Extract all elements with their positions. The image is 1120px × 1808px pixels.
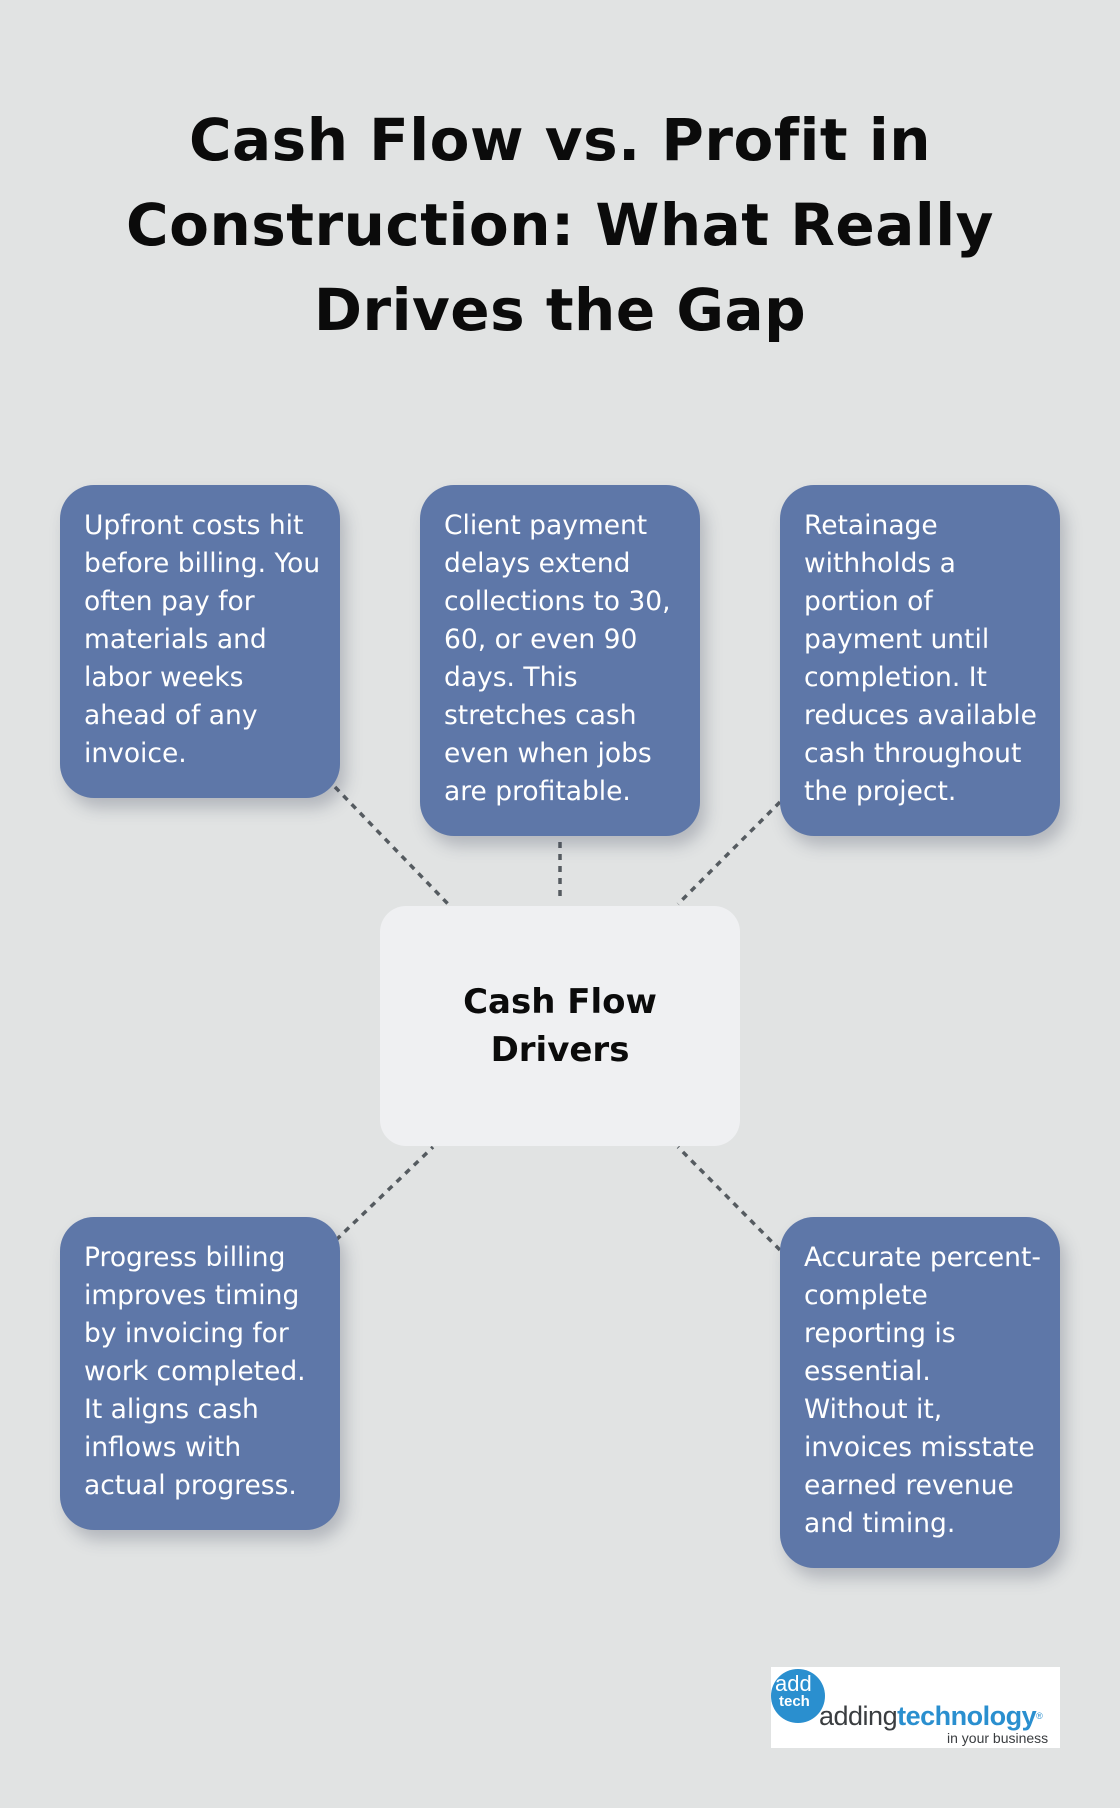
connector-line-top-right — [676, 800, 782, 906]
connector-line-bottom-right — [676, 1145, 782, 1252]
logo-tagline: in your business — [947, 1730, 1049, 1746]
center-node: Cash Flow Drivers — [380, 906, 740, 1146]
connector-line-bottom-left — [334, 1145, 435, 1242]
driver-card-payment-delays: Client payment delays extend collections… — [420, 485, 700, 836]
driver-card-upfront-costs: Upfront costs hit before billing. You of… — [60, 485, 340, 798]
driver-card-retainage: Retainage withholds a portion of payment… — [780, 485, 1060, 836]
logo-registered-mark: ® — [1036, 1711, 1043, 1721]
driver-card-text: Accurate percent-complete reporting is e… — [804, 1242, 1041, 1539]
logo-badge: add tech — [771, 1669, 825, 1723]
logo-wordmark: addingtechnology® — [819, 1701, 1043, 1731]
driver-card-percent-complete: Accurate percent-complete reporting is e… — [780, 1217, 1060, 1568]
company-logo: add tech addingtechnology® in your busin… — [771, 1667, 1060, 1748]
center-node-label: Cash Flow Drivers — [463, 982, 657, 1070]
logo-word-part2: technology — [897, 1701, 1037, 1731]
driver-card-text: Upfront costs hit before billing. You of… — [84, 510, 321, 769]
driver-card-text: Progress billing improves timing by invo… — [84, 1242, 306, 1501]
logo-word-part1: adding — [819, 1701, 898, 1731]
page-title: Cash Flow vs. Profit in Construction: Wh… — [126, 106, 994, 344]
driver-card-text: Retainage withholds a portion of payment… — [804, 510, 1037, 807]
connector-line-top-left — [333, 785, 450, 906]
logo-badge-bottom: tech — [779, 1693, 810, 1710]
driver-card-text: Client payment delays extend collections… — [444, 510, 671, 807]
logo-badge-top: add — [775, 1671, 812, 1696]
driver-card-progress-billing: Progress billing improves timing by invo… — [60, 1217, 340, 1530]
